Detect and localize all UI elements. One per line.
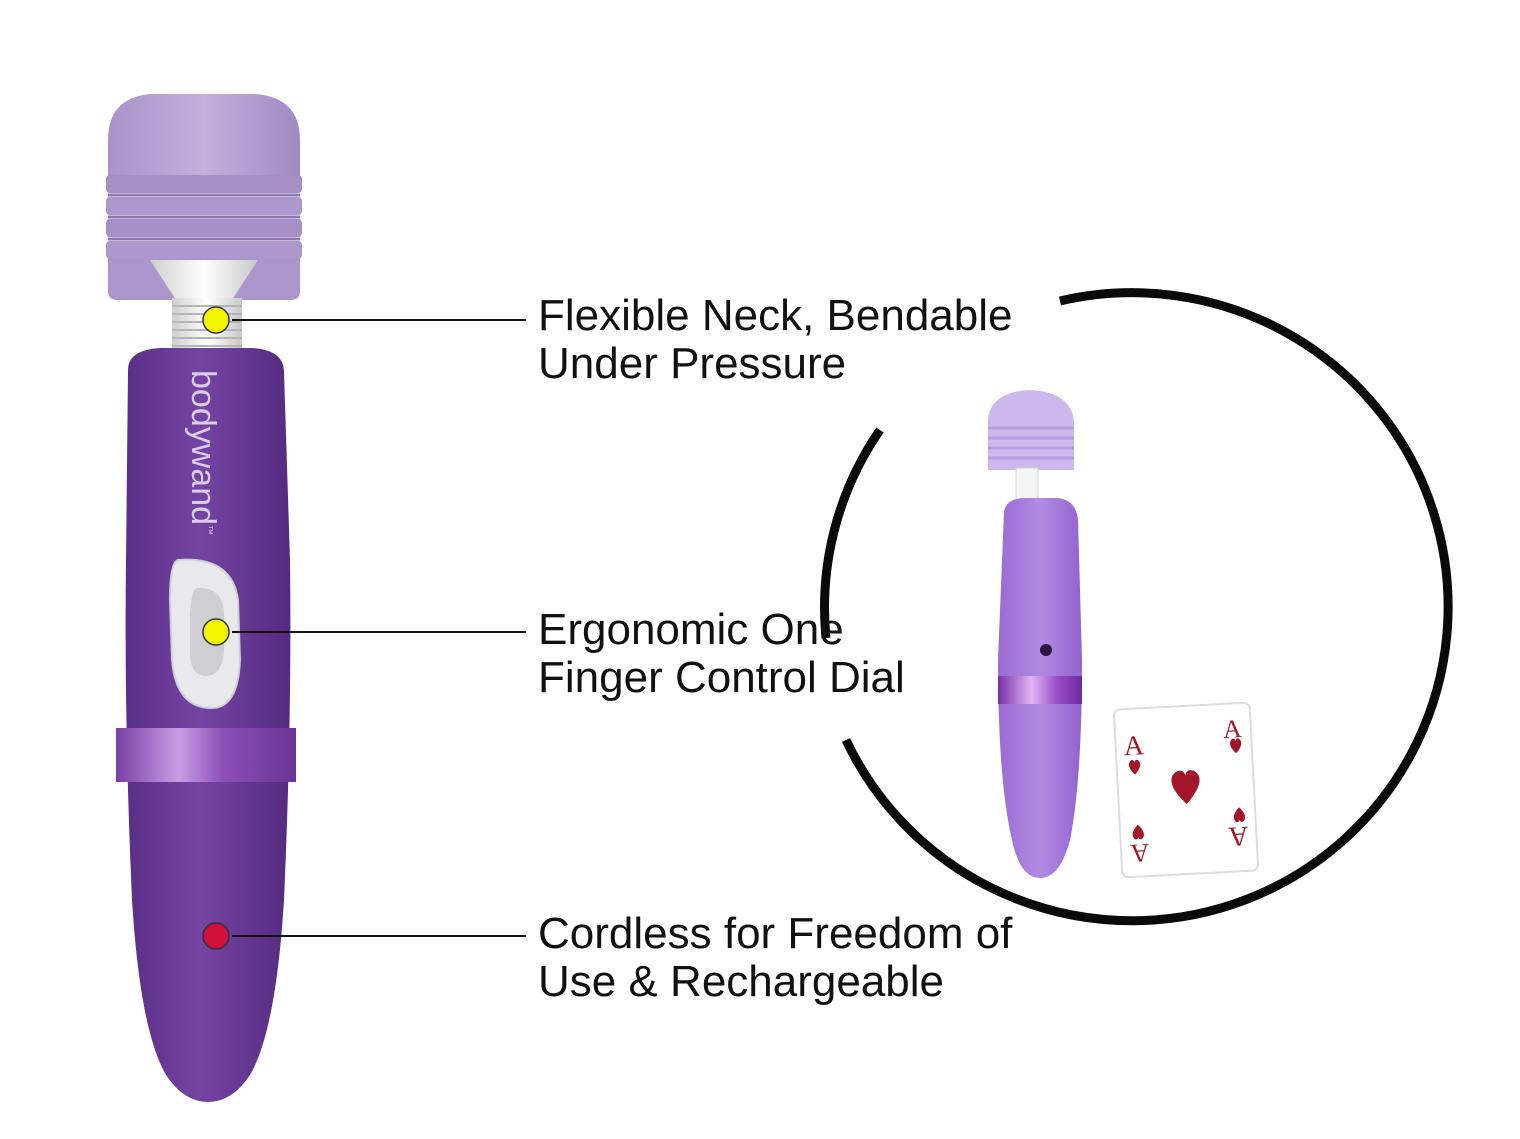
card-rank-bottom: A xyxy=(1227,820,1250,852)
callout-2 xyxy=(202,618,526,646)
wand-small xyxy=(988,390,1082,878)
wand-body xyxy=(125,348,291,1102)
card-rank-bottom-left: A xyxy=(1129,838,1149,868)
wand-large: bodywand™ xyxy=(106,94,302,1102)
callout-label-control-dial: Ergonomic One Finger Control Dial xyxy=(538,606,905,702)
wand-small-head xyxy=(988,390,1074,470)
callout-1 xyxy=(202,306,526,334)
callout-label-line2: Under Pressure xyxy=(538,339,847,388)
wand-small-band xyxy=(998,676,1082,704)
size-comparison-inset: A A A A xyxy=(820,288,1453,926)
card-rank-top-right: A xyxy=(1222,714,1242,744)
callout-label-line2: Use & Rechargeable xyxy=(538,957,945,1006)
heart-icon xyxy=(1171,770,1200,804)
callout-label-flexible-neck: Flexible Neck, Bendable Under Pressure xyxy=(538,292,1012,388)
callout-label-cordless: Cordless for Freedom of Use & Rechargeab… xyxy=(538,910,1012,1006)
wand-head-ribs xyxy=(106,175,302,259)
inset-circle-arc xyxy=(841,288,1453,926)
neck-marker-dot xyxy=(202,306,230,334)
brand-logo: bodywand™ xyxy=(184,370,222,535)
wand-small-button xyxy=(1040,644,1052,656)
dial-marker-dot xyxy=(202,618,230,646)
card-rank-top: A xyxy=(1123,730,1146,762)
callout-label-line1: Ergonomic One xyxy=(538,605,844,654)
heart-icon xyxy=(1230,738,1242,754)
heart-icon xyxy=(1132,824,1144,840)
playing-card: A A A A xyxy=(1113,701,1259,879)
callout-3 xyxy=(202,922,526,950)
wand-small-neck xyxy=(1015,467,1039,503)
wand-head xyxy=(108,94,300,190)
heart-icon xyxy=(1233,807,1246,823)
callout-label-line1: Cordless for Freedom of xyxy=(538,909,1013,958)
callout-label-line1: Flexible Neck, Bendable xyxy=(538,291,1013,340)
heart-icon xyxy=(1128,759,1141,775)
wand-band xyxy=(116,728,296,782)
wand-neck-cone xyxy=(150,260,258,300)
callout-label-line2: Finger Control Dial xyxy=(538,653,905,702)
inset-circle-arc-left xyxy=(820,427,884,639)
cordless-marker-dot xyxy=(202,922,230,950)
